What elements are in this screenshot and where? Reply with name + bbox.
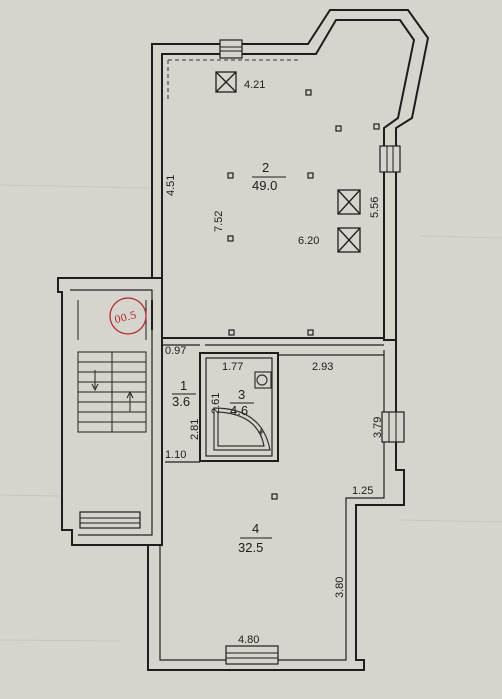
- vent-symbols: [215, 71, 361, 253]
- dim-2-93: 2.93: [312, 361, 333, 373]
- dim-6-20: 6.20: [298, 235, 319, 247]
- dashed-outline: [167, 59, 300, 100]
- dim-1-77: 1.77: [222, 361, 243, 373]
- stamp-text: 00.5: [113, 310, 137, 326]
- dim-1-25: 1.25: [352, 485, 373, 497]
- dim-2-81: 2.81: [189, 419, 201, 440]
- dim-4-80: 4.80: [238, 634, 259, 646]
- dim-3-80: 3.80: [334, 577, 346, 598]
- window-top: [219, 39, 243, 59]
- vent-icon: [337, 227, 361, 253]
- shower-tray: [213, 371, 272, 451]
- dim-4-51: 4.51: [165, 175, 177, 196]
- stamp: 00.5: [109, 297, 147, 335]
- dim-2-61: 2.61: [210, 393, 222, 414]
- partitions: [162, 337, 384, 463]
- outer-walls: [57, 9, 430, 671]
- dim-3-79: 3.79: [372, 417, 384, 438]
- dim-7-52: 7.52: [213, 211, 225, 232]
- sink-icon: [256, 374, 268, 386]
- window-stair: [79, 511, 141, 529]
- door-stair: [151, 300, 163, 330]
- room-4-area: 32.5: [238, 540, 263, 555]
- room-labels: 2 49.0 1 3.6 3 4.6 4 32.5: [172, 160, 286, 555]
- staircase: [77, 300, 147, 433]
- windows: [79, 39, 405, 665]
- dim-1-10: 1.10: [165, 449, 186, 461]
- window-right-lower: [381, 411, 405, 443]
- room-3-area: 4.6: [230, 403, 248, 418]
- window-right-upper: [379, 145, 401, 173]
- dimension-labels: 4.21 4.51 7.52 6.20 5.56 0.97 1.77 2.93 …: [165, 79, 384, 646]
- dim-0-97: 0.97: [165, 345, 186, 357]
- vent-icon: [337, 189, 361, 215]
- room-4-number: 4: [252, 521, 259, 536]
- columns: [227, 89, 380, 500]
- room-2-area: 49.0: [252, 178, 277, 193]
- paper-texture: [0, 184, 502, 642]
- room-3-number: 3: [238, 387, 245, 402]
- window-bottom: [225, 645, 279, 665]
- room-1-number: 1: [180, 378, 187, 393]
- vent-icon: [215, 71, 237, 93]
- room-1-area: 3.6: [172, 394, 190, 409]
- dim-5-56: 5.56: [369, 197, 381, 218]
- dim-4-21: 4.21: [244, 79, 265, 91]
- room-2-number: 2: [262, 160, 269, 175]
